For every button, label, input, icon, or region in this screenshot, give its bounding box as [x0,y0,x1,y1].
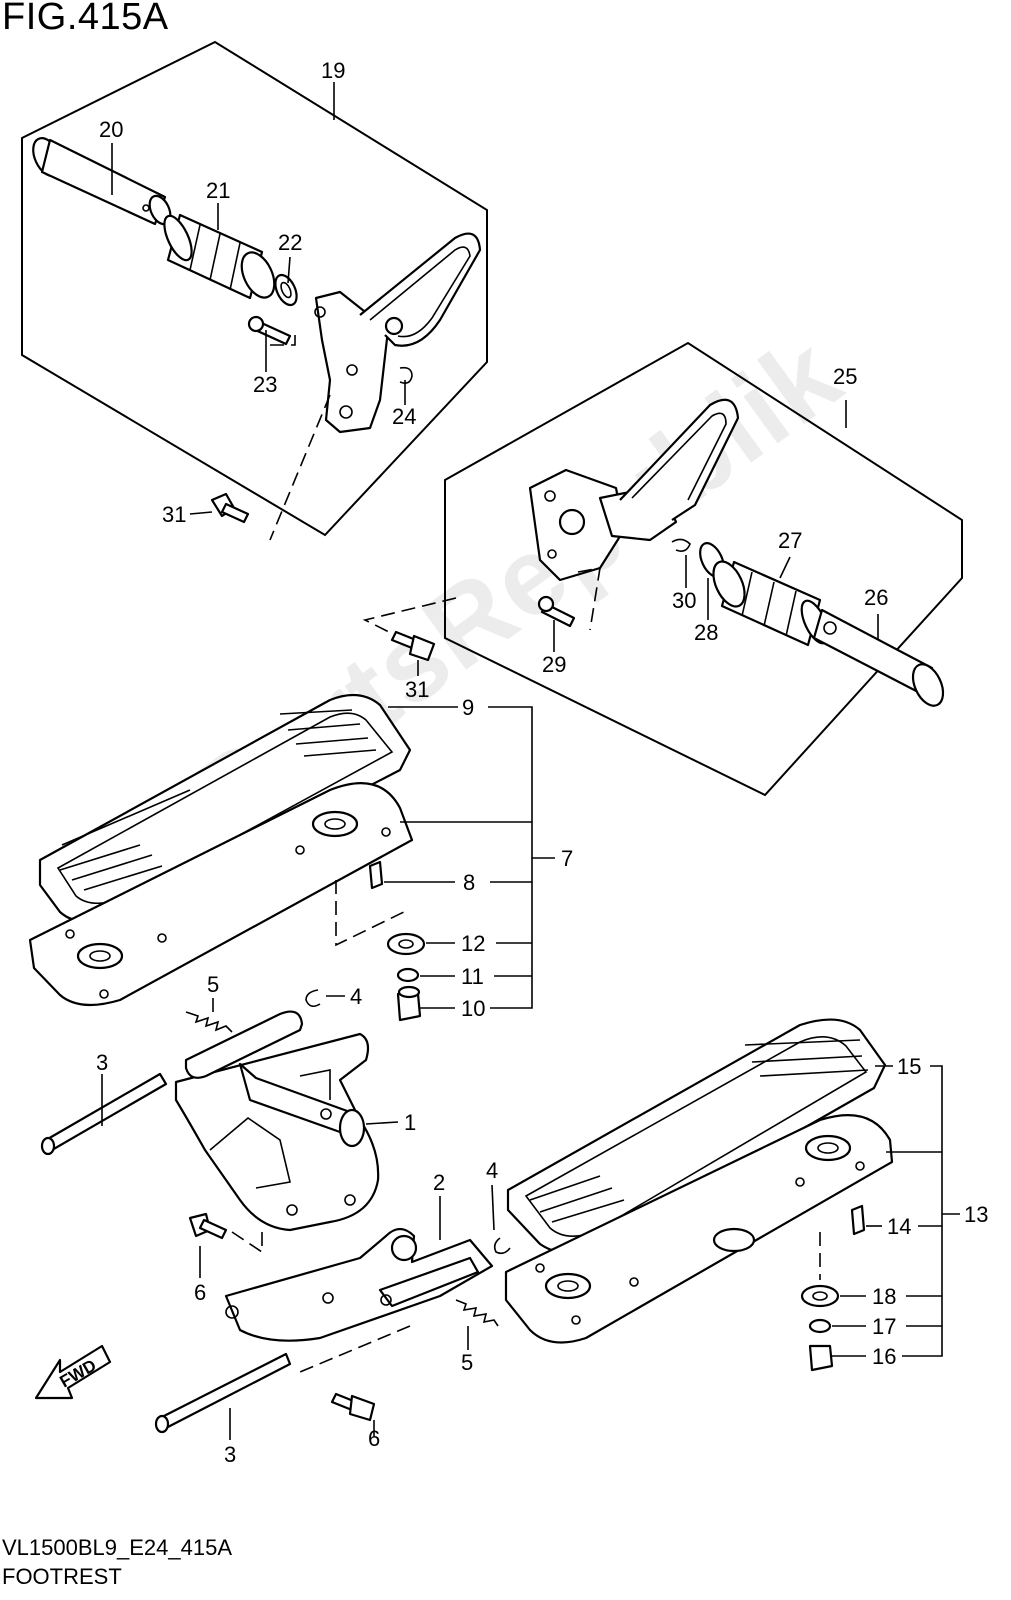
callout-3-lower: 3 [224,1442,236,1467]
figure-title: FIG.415A [2,0,169,38]
callout-19: 19 [321,58,345,83]
footrest-bracket-upper [174,1010,380,1232]
washer [274,273,298,307]
callout-31-lower: 31 [405,677,429,702]
diagram-code: VL1500BL9_E24_415A [2,1535,232,1560]
bolt [210,492,250,524]
callout-26: 26 [864,585,888,610]
rider-floorboard [28,693,426,1022]
passenger-footrest-assembly-group [362,341,963,797]
callout-4-lower: 4 [486,1158,498,1183]
callout-5-lower: 5 [461,1350,473,1375]
callout-30: 30 [672,588,696,613]
callout-27: 27 [778,528,802,553]
callout-12: 12 [461,931,485,956]
callout-22: 22 [278,230,302,255]
callout-14: 14 [887,1214,911,1239]
footrest-bracket-lower [224,1227,494,1342]
callout-9: 9 [462,695,474,720]
rider-footrest-assembly-group [21,40,488,541]
callout-13: 13 [964,1202,988,1227]
callout-17: 17 [872,1314,896,1339]
callout-11: 11 [461,964,484,989]
callout-31-upper: 31 [162,502,186,527]
callout-6-lower: 6 [368,1426,380,1451]
forward-direction-arrow: FWD [34,1344,112,1400]
callout-25: 25 [833,364,857,389]
callout-15: 15 [897,1054,921,1079]
callout-numbers: 19 20 21 22 23 24 31 25 27 26 30 28 29 3… [96,58,988,1467]
callout-3-upper: 3 [96,1050,108,1075]
callout-1: 1 [404,1110,416,1135]
callout-28: 28 [694,620,718,645]
callout-4-upper: 4 [350,984,362,1009]
passenger-floorboard [504,1018,894,1372]
callout-24: 24 [392,404,416,429]
callout-16: 16 [872,1344,896,1369]
leader-lines [101,143,960,1440]
callout-23: 23 [253,372,277,397]
callout-7: 7 [561,846,573,871]
callout-18: 18 [872,1284,896,1309]
footpeg-rubber [163,213,276,300]
callout-29: 29 [542,652,566,677]
callout-21: 21 [206,178,230,203]
section-name: FOOTREST [2,1564,122,1589]
callout-2: 2 [433,1170,445,1195]
callout-8: 8 [463,870,475,895]
callout-5-upper: 5 [207,972,219,997]
pivot-pin [40,1072,168,1156]
footpeg-shaft [32,137,172,226]
callout-20: 20 [99,117,123,142]
callout-10: 10 [461,996,485,1021]
callout-6-upper: 6 [194,1280,206,1305]
